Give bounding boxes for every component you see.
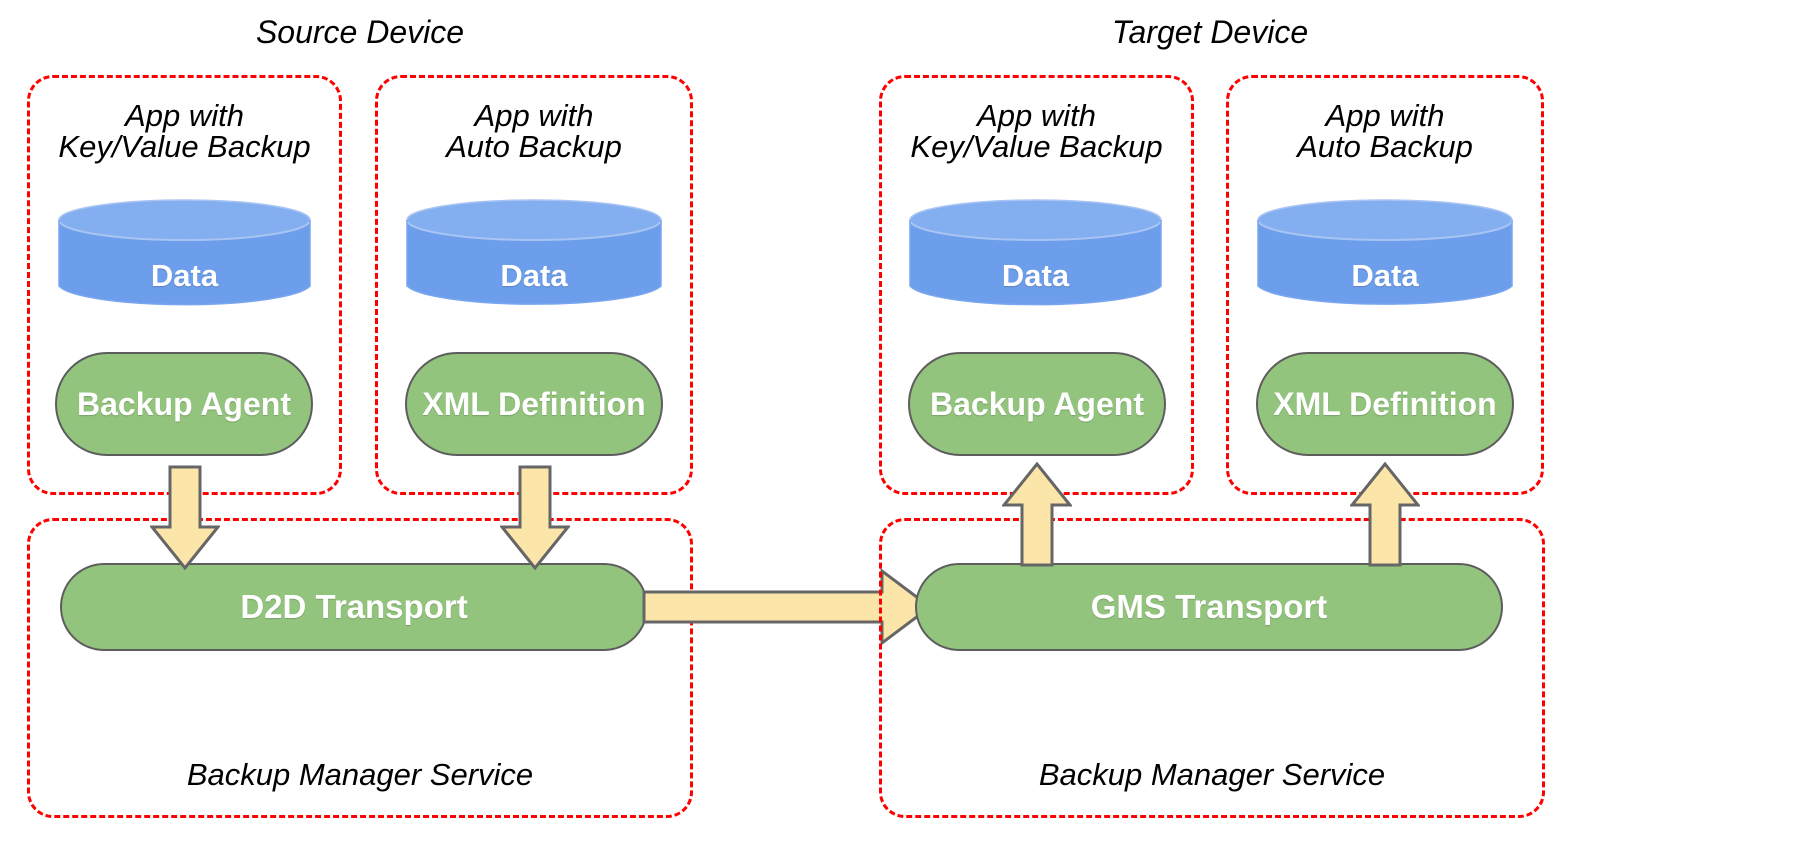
source-app-auto-container: App with Auto Backup [375, 75, 693, 495]
source-backup-manager-service-label: Backup Manager Service [186, 757, 534, 792]
arrow-right-icon [642, 568, 932, 646]
d2d-transport-pill[interactable]: D2D Transport [60, 563, 648, 651]
source-app-keyvalue-data-cylinder: Data [57, 198, 312, 308]
source-app-keyvalue-label: App with Key/Value Backup [58, 98, 311, 164]
source-backup-agent-pill[interactable]: Backup Agent [55, 352, 313, 456]
target-app-auto-container: App with Auto Backup [1226, 75, 1544, 495]
cylinder-icon [58, 199, 311, 306]
target-app-keyvalue-data-label: Data [1001, 258, 1070, 293]
source-xml-definition-pill[interactable]: XML Definition [405, 352, 663, 456]
source-app-auto-data-cylinder: Data [405, 198, 663, 308]
source-app-auto-label: App with Auto Backup [446, 98, 622, 164]
arrow-up-icon [1002, 462, 1072, 567]
arrow-down-icon [500, 465, 570, 570]
source-kv-down-arrow [150, 465, 220, 570]
source-device-title: Source Device [255, 14, 465, 50]
target-app-keyvalue-data-cylinder: Data [908, 198, 1163, 308]
source-app-auto-data-label: Data [500, 258, 568, 293]
source-app-keyvalue-data-label: Data [150, 258, 219, 293]
cylinder-icon [909, 199, 1162, 306]
arrow-down-icon [150, 465, 220, 570]
gms-transport-pill[interactable]: GMS Transport [915, 563, 1503, 651]
target-app-auto-data-label: Data [1351, 258, 1419, 293]
target-app-auto-data-cylinder: Data [1256, 198, 1514, 308]
target-app-keyvalue-label: App with Key/Value Backup [910, 98, 1163, 164]
target-auto-up-arrow [1350, 462, 1420, 567]
source-backup-manager-service-container: Backup Manager Service [27, 518, 693, 818]
target-app-auto-label: App with Auto Backup [1297, 98, 1473, 164]
source-auto-down-arrow [500, 465, 570, 570]
target-backup-manager-service-container: Backup Manager Service [879, 518, 1545, 818]
arrow-up-icon [1350, 462, 1420, 567]
target-device-title: Target Device [1111, 14, 1309, 50]
target-xml-definition-pill[interactable]: XML Definition [1256, 352, 1514, 456]
transport-transfer-arrow [642, 568, 932, 646]
cylinder-icon [1257, 199, 1513, 305]
target-backup-manager-service-label: Backup Manager Service [1038, 757, 1386, 792]
target-backup-agent-pill[interactable]: Backup Agent [908, 352, 1166, 456]
cylinder-icon [406, 199, 662, 305]
target-kv-up-arrow [1002, 462, 1072, 567]
